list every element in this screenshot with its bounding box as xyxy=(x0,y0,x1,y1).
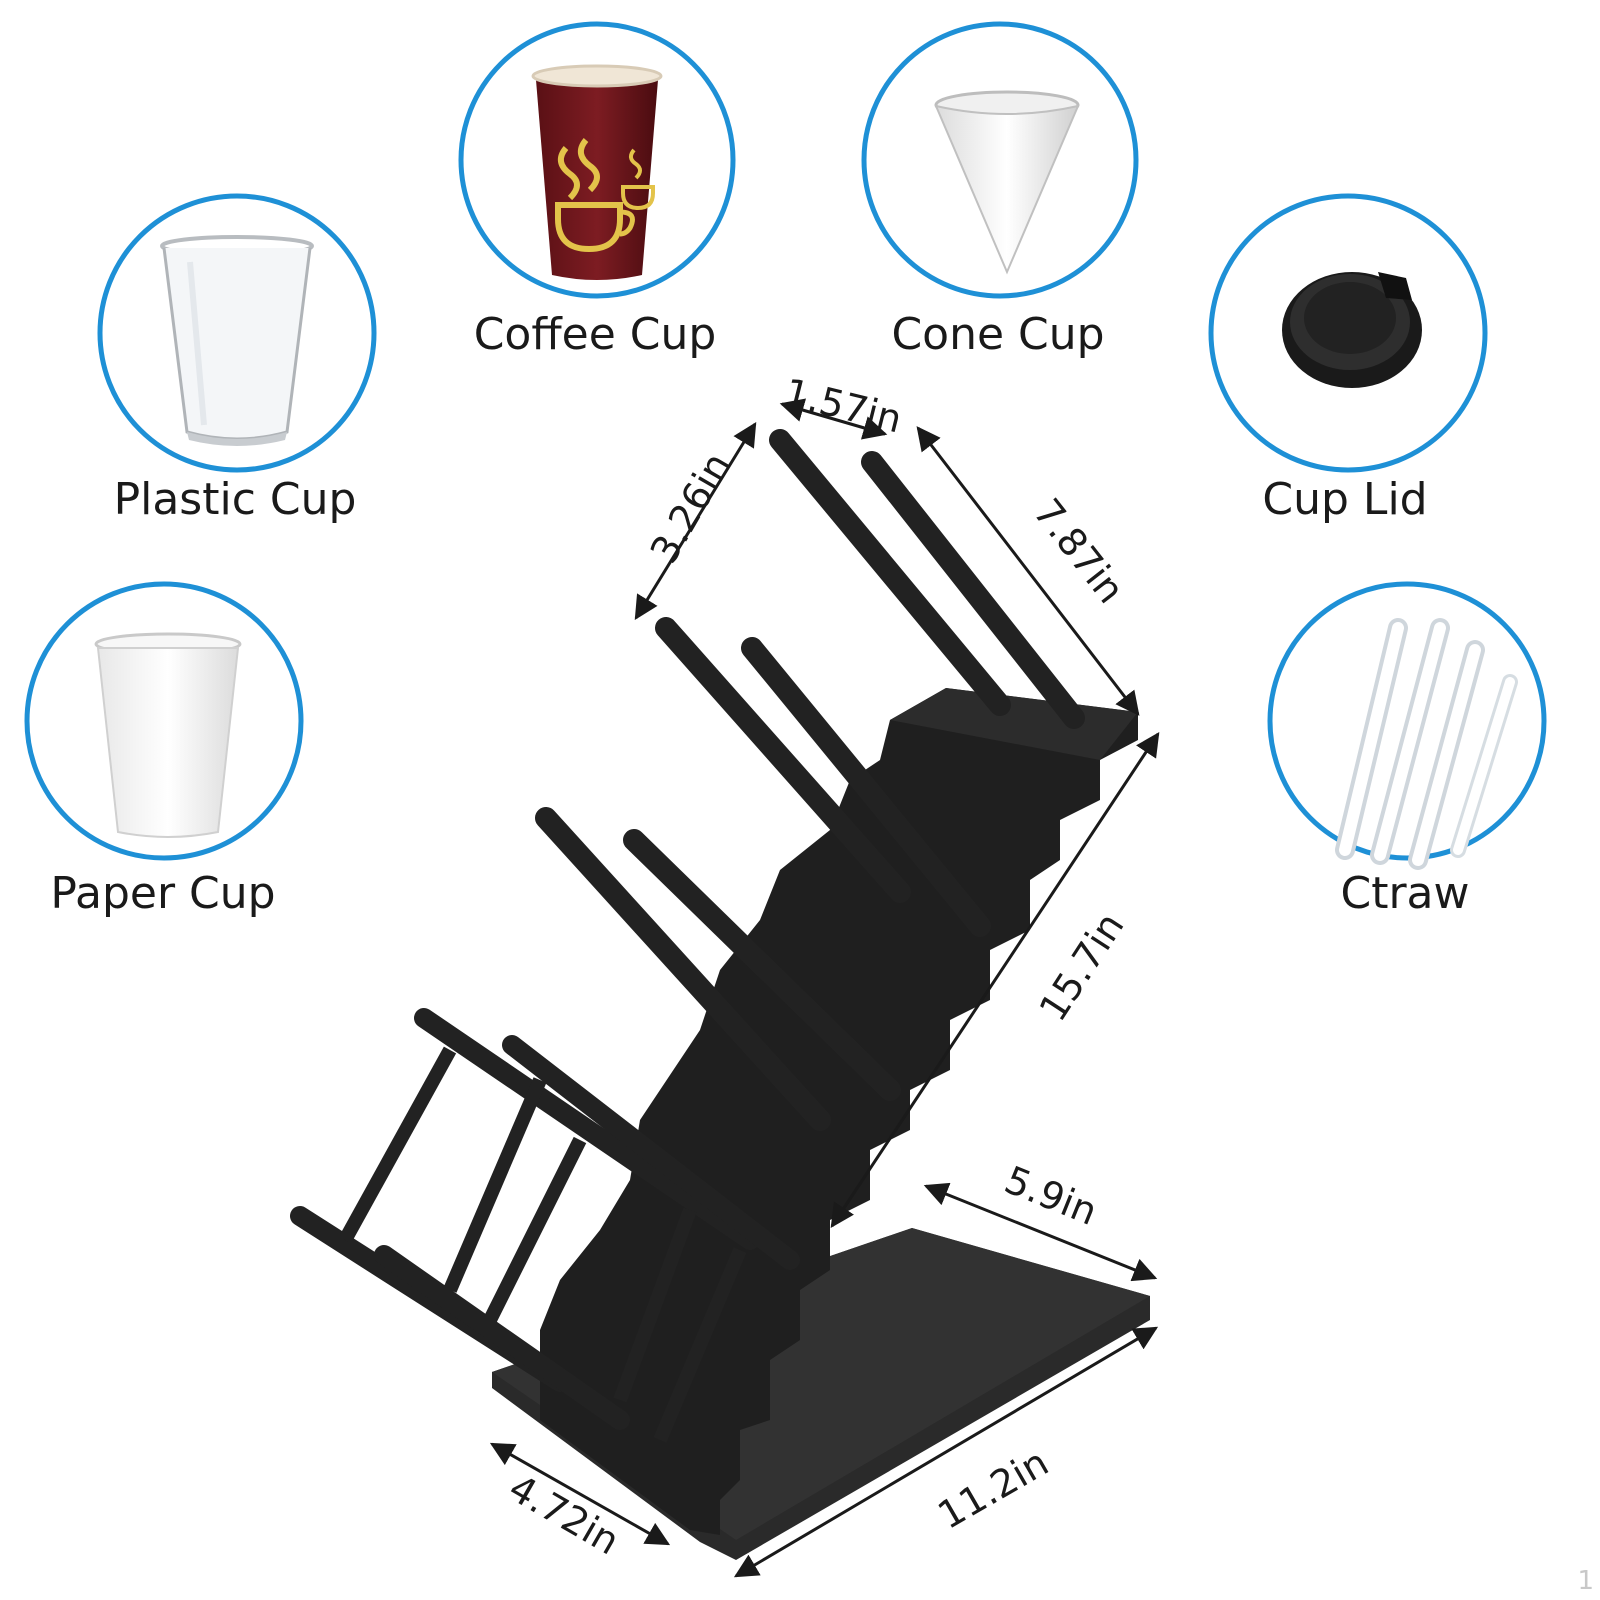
dim-base-length: 11.2in xyxy=(931,1440,1056,1538)
straw-circle xyxy=(1267,581,1547,870)
lid-holder-cage xyxy=(290,1008,800,1443)
cup-lid-circle xyxy=(1208,193,1488,473)
rack-rod xyxy=(535,807,831,1131)
coffee-cup-icon xyxy=(531,64,663,280)
paper-cup-icon xyxy=(94,632,242,838)
dim-rod-length: 7.87in xyxy=(1025,490,1133,611)
label-cone-cup: Cone Cup xyxy=(891,309,1105,360)
cone-cup-circle xyxy=(861,21,1139,299)
page-number: 1 xyxy=(1577,1566,1594,1596)
cone-cup-icon xyxy=(934,90,1080,275)
plastic-cup-icon xyxy=(160,235,314,446)
label-plastic-cup: Plastic Cup xyxy=(113,474,357,525)
dim-tier-gap: 3.26in xyxy=(642,445,740,570)
paper-cup-circle xyxy=(24,581,304,861)
dim-height: 15.7in xyxy=(1031,905,1133,1029)
coffee-cup-circle xyxy=(458,21,736,299)
plastic-cup-circle xyxy=(97,193,377,473)
label-paper-cup: Paper Cup xyxy=(50,868,276,919)
label-coffee-cup: Coffee Cup xyxy=(473,309,717,360)
straw-icon xyxy=(1335,618,1518,870)
cup-lid-icon xyxy=(1282,272,1422,388)
rack-rod xyxy=(655,617,911,903)
cup-dispenser-rack xyxy=(290,429,1150,1560)
dim-front-width: 4.72in xyxy=(502,1466,627,1564)
label-straw: Ctraw xyxy=(1340,868,1470,919)
label-cup-lid: Cup Lid xyxy=(1262,474,1428,525)
dimension-lines xyxy=(489,398,1160,1578)
dim-rod-spacing: 1.57in xyxy=(780,370,906,442)
